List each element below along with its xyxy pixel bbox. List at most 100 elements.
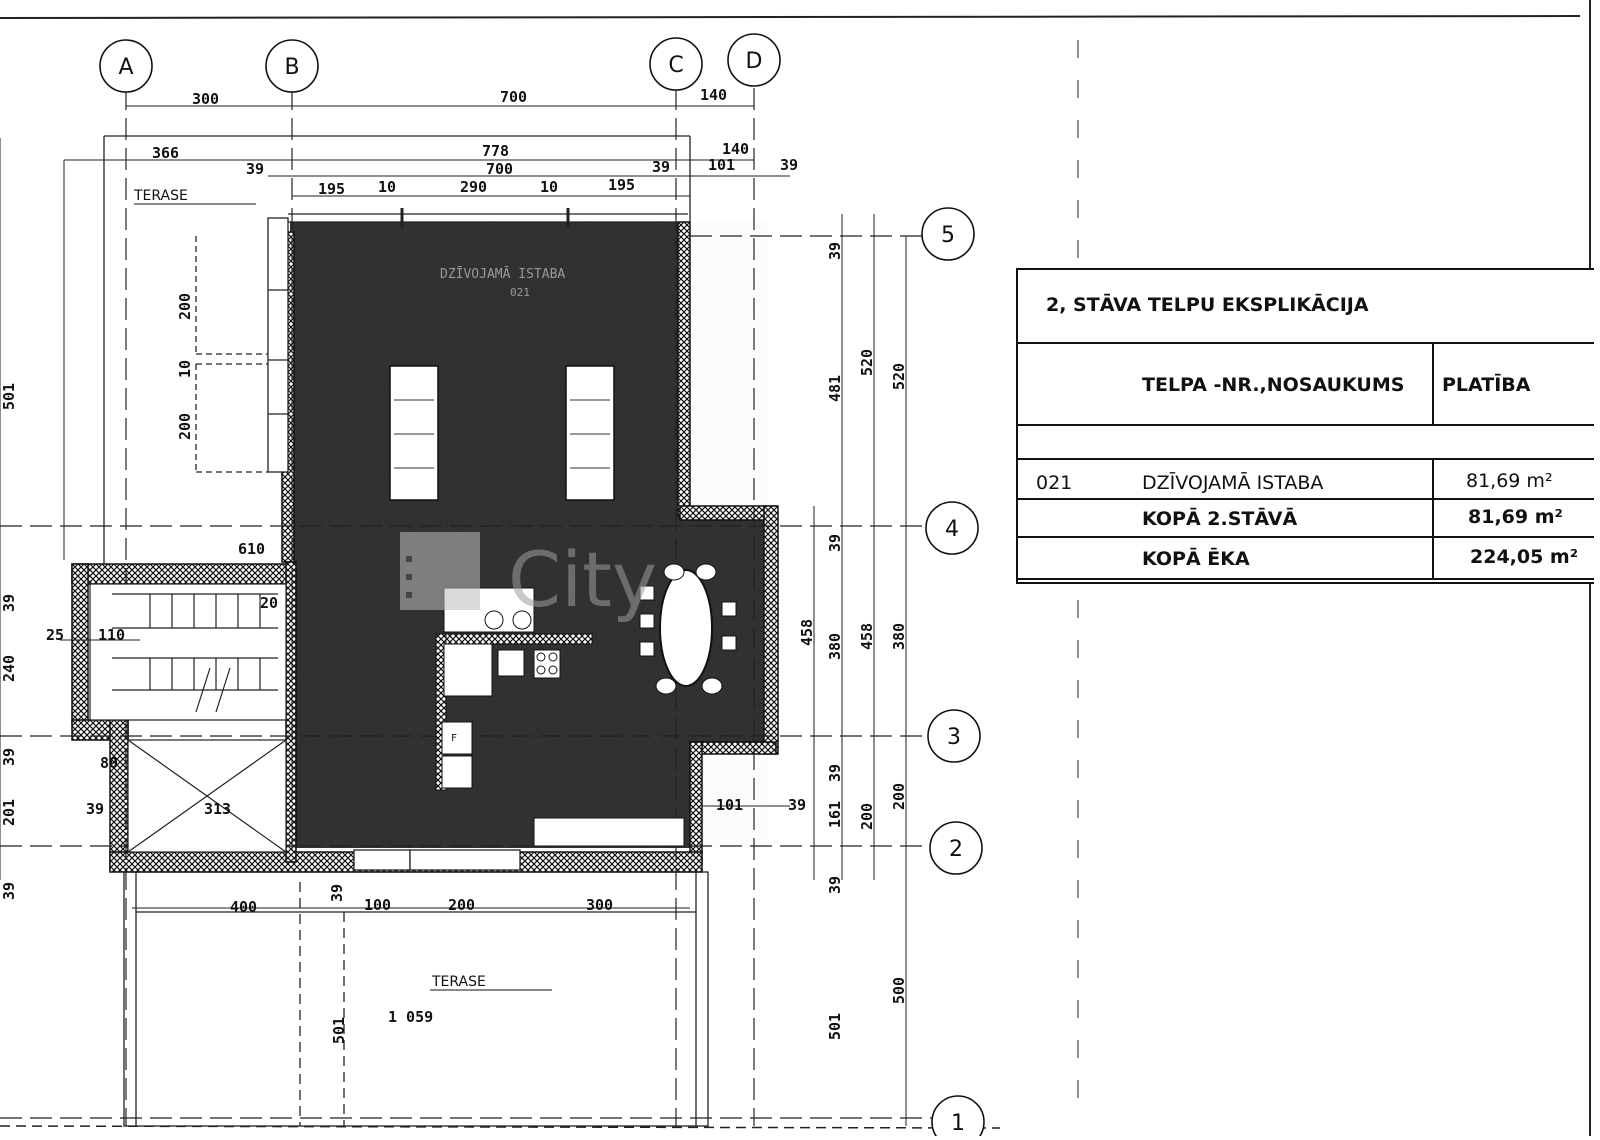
dim: 500 (890, 977, 908, 1004)
dim: 39 (246, 160, 264, 178)
schedule-floor-total-row: KOPĀ 2.STĀVĀ 81,69 m² (1018, 500, 1594, 538)
dim: 778 (482, 142, 509, 160)
dim: 39 (826, 876, 844, 894)
dim: 39 (0, 748, 18, 766)
dim: 39 (826, 534, 844, 552)
schedule-title-row: 2, STĀVA TELPU EKSPLIKĀCIJA (1018, 270, 1594, 344)
axis-label-c: C (668, 53, 683, 78)
room-name: DZĪVOJAMĀ ISTABA (440, 267, 565, 282)
dim: 380 (826, 633, 844, 660)
dim: 200 (890, 783, 908, 810)
dimension-lines (0, 105, 907, 1126)
axis-label-b: B (284, 55, 299, 80)
dims-left-terrace: 200 10 200 610 (176, 293, 265, 558)
axis-label-4: 4 (945, 517, 959, 542)
terrace-top-label: TERASE (133, 188, 188, 204)
dim: 700 (486, 160, 513, 178)
dim: 39 (788, 796, 806, 814)
dim: 520 (890, 363, 908, 390)
dim: 39 (0, 594, 18, 612)
dim: 195 (318, 180, 345, 198)
terrace-labels: TERASE TERASE (133, 188, 552, 991)
dims-bottom: 400 39 100 200 300 501 1 059 (230, 884, 613, 1044)
column-divider (1432, 344, 1434, 426)
dim: 458 (798, 619, 816, 646)
dim: 10 (176, 360, 194, 378)
dim: 195 (608, 176, 635, 194)
schedule-room-row: 021 DZĪVOJAMĀ ISTABA 81,69 m² (1018, 460, 1594, 500)
schedule-title: 2, STĀVA TELPU EKSPLIKĀCIJA (1046, 294, 1369, 316)
dims-stair: 20 25 110 80 39 313 (46, 594, 278, 818)
watermark-text: City (508, 535, 657, 624)
dim: 25 (46, 626, 64, 644)
dim: 10 (540, 178, 558, 196)
room-label: DZĪVOJAMĀ ISTABA 021 (440, 267, 565, 299)
dim: 501 (826, 1013, 844, 1040)
building-total-label: KOPĀ ĒKA (1142, 548, 1250, 570)
room-row-area: 81,69 m² (1466, 470, 1553, 492)
terrace-bottom (123, 849, 709, 1127)
dim: 200 (176, 293, 194, 320)
dim: 200 (858, 803, 876, 830)
dims-right: 39 481 520 520 39 458 380 458 380 39 161… (716, 242, 908, 1040)
furniture: F (389, 365, 737, 847)
dim: 300 (192, 90, 219, 108)
dim: 400 (230, 898, 257, 916)
terrace-top (103, 135, 691, 564)
header-area: PLATĪBA (1442, 374, 1531, 396)
dim: 101 (708, 156, 735, 174)
dim: 39 (0, 882, 18, 900)
dim: 458 (858, 623, 876, 650)
axis-label-d: D (746, 49, 763, 74)
axis-label-a: A (118, 55, 133, 80)
dim: 501 (0, 383, 18, 410)
axis-label-1: 1 (951, 1111, 965, 1136)
dim: 110 (98, 626, 125, 644)
dim: 1 059 (388, 1008, 433, 1026)
room-row-number: 021 (1036, 472, 1073, 494)
dim: 20 (260, 594, 278, 612)
dim: 610 (238, 540, 265, 558)
terrace-bottom-label: TERASE (431, 974, 486, 990)
watermark: City (400, 532, 657, 624)
dim: 39 (780, 156, 798, 174)
dim: 313 (204, 800, 231, 818)
room-number: 021 (510, 286, 530, 299)
dim: 100 (364, 896, 391, 914)
dim: 39 (652, 158, 670, 176)
dim: 200 (448, 896, 475, 914)
staircase (89, 583, 287, 853)
dim: 366 (152, 144, 179, 162)
header-name: TELPA -NR.,NOSAUKUMS (1142, 374, 1405, 396)
axis-bubble-labels: A B C D 5 4 3 2 1 (118, 49, 965, 1136)
dim: 380 (890, 623, 908, 650)
schedule-header-row: TELPA -NR.,NOSAUKUMS PLATĪBA (1018, 344, 1594, 426)
dim: 140 (700, 86, 727, 104)
dim: 101 (716, 796, 743, 814)
dim: 240 (0, 655, 18, 682)
dim: 200 (176, 413, 194, 440)
column-divider (1432, 460, 1434, 580)
dim: 39 (826, 764, 844, 782)
axis-bubbles (99, 33, 985, 1140)
dim: 481 (826, 375, 844, 402)
room-schedule-table: 2, STĀVA TELPU EKSPLIKĀCIJA TELPA -NR.,N… (1016, 268, 1594, 584)
dim: 10 (378, 178, 396, 196)
floor-total-area: 81,69 m² (1468, 506, 1563, 528)
building-total-area: 224,05 m² (1470, 546, 1579, 568)
dim: 300 (586, 896, 613, 914)
fridge-label: F (451, 733, 457, 744)
dim: 161 (826, 801, 844, 828)
dim: 201 (0, 799, 18, 826)
axis-label-2: 2 (949, 837, 963, 862)
dim: 140 (722, 140, 749, 158)
dims-left-edge: 39 240 39 201 39 501 (0, 383, 18, 900)
dim: 700 (500, 88, 527, 106)
floor-total-label: KOPĀ 2.STĀVĀ (1142, 508, 1298, 530)
dim: 290 (460, 178, 487, 196)
axis-label-5: 5 (941, 223, 955, 248)
dim: 501 (330, 1017, 348, 1044)
room-row-name: DZĪVOJAMĀ ISTABA (1142, 472, 1324, 494)
dims-top: 300 700 140 366 778 140 39 700 39 101 39… (152, 86, 798, 198)
